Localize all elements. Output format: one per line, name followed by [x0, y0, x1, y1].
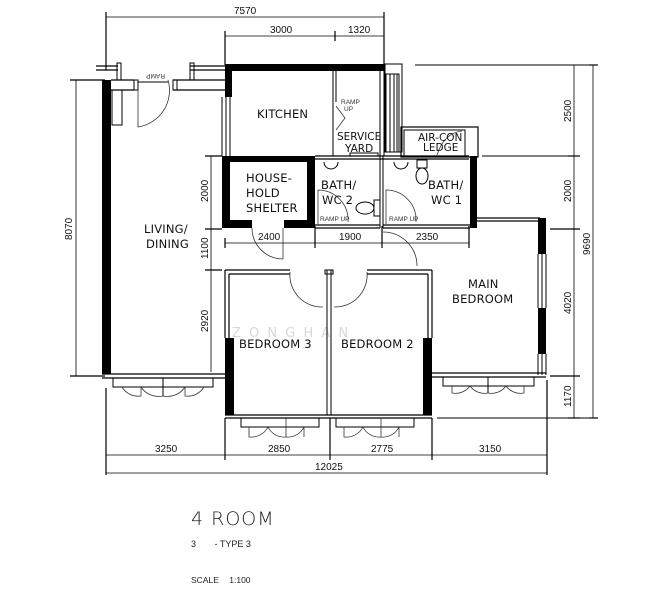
label-shelter-3: SHELTER: [246, 201, 298, 215]
label-living-2: DINING: [146, 237, 189, 251]
top-dimensions: 7570 3000 1320: [105, 6, 385, 70]
scale-value: 1:100: [229, 575, 251, 585]
dim-left-overall: 8070: [64, 217, 75, 240]
dim-top-kitchen: 3000: [270, 25, 293, 36]
label-aircon-1: AIR-CON: [418, 132, 462, 144]
dim-bottom-living: 3250: [155, 444, 178, 455]
dim-inner-left-mid: 1100: [200, 237, 211, 259]
watermark: Z O N G H A N: [232, 326, 350, 341]
dim-right-bath: 2000: [563, 179, 574, 202]
label-bath2-2: WC 2: [322, 193, 353, 207]
dim-top-overall: 7570: [234, 6, 257, 17]
dim-bath2-width: 1900: [339, 232, 362, 243]
right-dimensions: 2500 2000 4020 1170 9690: [415, 64, 598, 419]
label-bath2-1: BATH/: [321, 178, 356, 192]
dim-shelter-width: 2400: [258, 232, 281, 243]
dim-top-yard: 1320: [348, 25, 371, 36]
label-living-1: LIVING/: [144, 222, 188, 236]
label-bedroom-3: BEDROOM 3: [239, 337, 312, 351]
dim-right-overall: 9690: [582, 232, 593, 255]
label-bath1-2: WC 1: [431, 193, 462, 207]
label-shelter-1: HOUSE-: [246, 171, 292, 185]
yard-ramp-label: RAMP: [341, 99, 360, 106]
balcony-doors: [112, 376, 535, 438]
bath2-ramp-label: RAMP UP: [320, 216, 350, 223]
dim-right-top: 2500: [563, 99, 574, 122]
yard-up-label: UP: [344, 106, 353, 113]
label-shelter-2: HOLD: [246, 186, 280, 200]
plan-title: 4 ROOM: [191, 508, 275, 530]
bath1-ramp-label: RAMP UP: [389, 216, 419, 223]
dim-bottom-bed2: 2775: [371, 444, 394, 455]
left-dimension: 8070: [64, 79, 105, 377]
label-service-yard-1: SERVICE: [337, 131, 381, 143]
label-aircon-2: LEDGE: [423, 142, 458, 154]
plan-subtitle: 3 - TYPE 3: [191, 539, 267, 549]
plan-scale: SCALE 1:100: [191, 575, 259, 585]
label-main-bedroom-2: BEDROOM: [452, 292, 513, 306]
label-bath1-1: BATH/: [428, 178, 463, 192]
dim-right-bottom: 1170: [563, 385, 574, 407]
walls: RAMP RAMP UP: [96, 62, 547, 419]
entry-ramp-label: RAMP: [146, 72, 165, 79]
room-labels: KITCHEN SERVICE YARD AIR-CON LEDGE HOUSE…: [144, 107, 513, 351]
label-service-yard-2: YARD: [344, 143, 373, 155]
dim-inner-left-upper: 2000: [200, 179, 211, 202]
dim-bottom-overall: 12025: [315, 462, 343, 473]
plan-subtitle-type: - TYPE 3: [214, 539, 251, 549]
dim-bottom-bed3: 2850: [268, 444, 291, 455]
label-bedroom-2: BEDROOM 2: [341, 337, 414, 351]
inner-horizontal-dimensions: 2400 1900 2350: [224, 226, 470, 248]
dim-bath1-width: 2350: [416, 232, 439, 243]
inner-left-dimensions: 2000 1100 2920: [200, 155, 222, 372]
bottom-dimensions: 3250 2850 2775 3150 12025: [105, 380, 548, 475]
scale-label: SCALE: [191, 575, 219, 585]
dim-bottom-main: 3150: [479, 444, 502, 455]
plan-subtitle-index: 3: [191, 539, 197, 549]
dim-right-main: 4020: [563, 291, 574, 314]
dim-inner-left-lower: 2920: [200, 309, 211, 332]
label-kitchen: KITCHEN: [257, 107, 308, 121]
label-main-bedroom-1: MAIN: [468, 277, 499, 291]
